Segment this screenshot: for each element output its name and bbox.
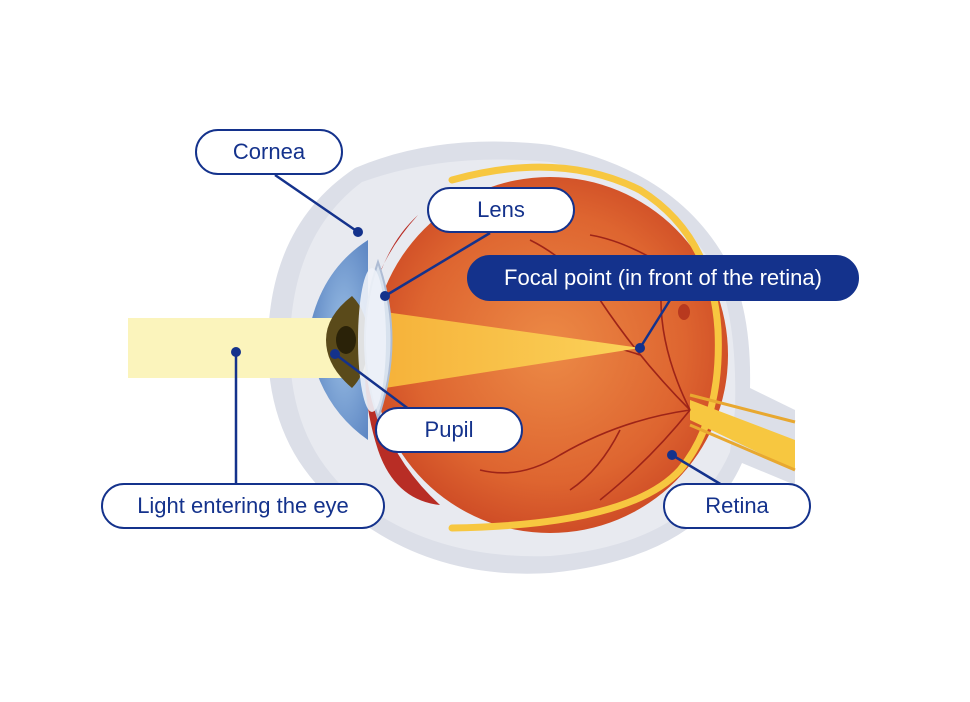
- pupil-label: Pupil: [375, 407, 523, 453]
- optic-nerve: [690, 400, 795, 470]
- cornea-label: Cornea: [195, 129, 343, 175]
- leader-lines: [234, 173, 723, 487]
- retina-line: [448, 163, 722, 532]
- lens-label: Lens: [427, 187, 575, 233]
- focus-cone: [385, 312, 640, 388]
- focal-point-label: Focal point (in front of the retina): [467, 255, 859, 301]
- retina-label: Retina: [663, 483, 811, 529]
- light-entering-label: Light entering the eye: [101, 483, 385, 529]
- leader-dots: [231, 227, 677, 460]
